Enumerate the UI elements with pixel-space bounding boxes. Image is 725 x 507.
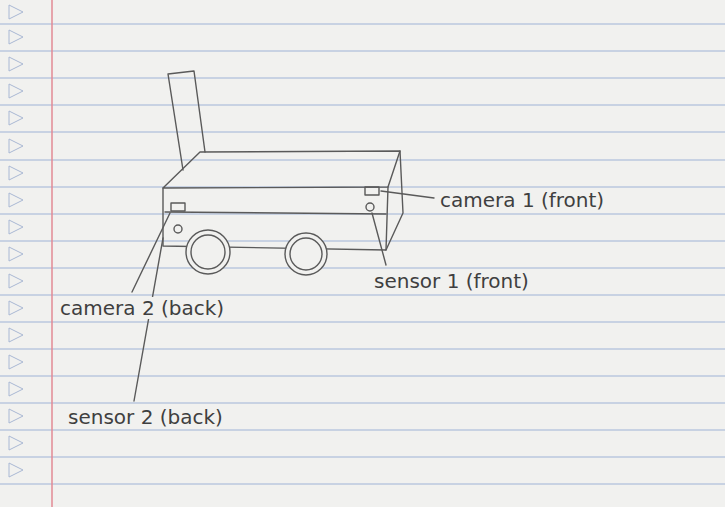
margin-line [51, 0, 53, 507]
part-label: sensor 2 (back) [66, 406, 225, 428]
camera-symbol [171, 203, 185, 211]
open-lid [168, 71, 205, 170]
box-edge [165, 212, 386, 214]
cart-drawing [132, 71, 434, 401]
wheel-rim [191, 235, 225, 269]
wheel-rim [290, 238, 322, 270]
leader-line [132, 213, 170, 292]
part-label: camera 1 (front) [438, 189, 606, 211]
ruled-lines [0, 24, 725, 484]
leader-line [381, 191, 434, 198]
wheel [285, 233, 327, 275]
margin-triangles [9, 5, 23, 477]
part-label: camera 2 (back) [58, 297, 226, 319]
sensor-symbol [366, 203, 374, 211]
box-top [163, 151, 400, 188]
wheel [186, 230, 230, 274]
box-side [386, 151, 403, 250]
camera-symbol [365, 187, 379, 195]
leader-line [134, 238, 163, 401]
leader-line [372, 213, 386, 265]
sensor-symbol [174, 225, 182, 233]
part-label: sensor 1 (front) [372, 270, 531, 292]
